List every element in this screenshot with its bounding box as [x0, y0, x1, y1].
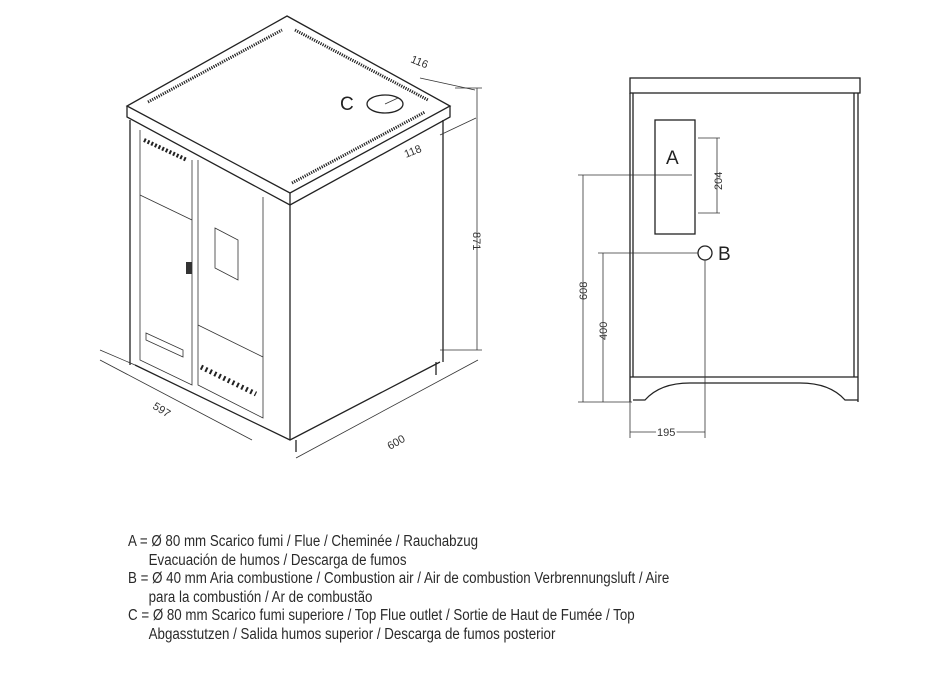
- front-panels: [139, 130, 264, 419]
- legend-item-c: C = Ø 80 mm Scarico fumi superiore / Top…: [128, 607, 669, 644]
- dim-c-side: 116: [409, 54, 430, 72]
- rear-top: [629, 77, 861, 94]
- legend-c-line1: C = Ø 80 mm Scarico fumi superiore / Top…: [128, 607, 635, 624]
- isometric-view: C 871 59: [99, 15, 482, 459]
- dim-b-side: 195: [657, 427, 675, 439]
- stove-top: [125, 15, 452, 194]
- outlet-a: [654, 119, 696, 235]
- dimension-lines: [99, 77, 482, 459]
- dim-b-height: 400: [598, 322, 610, 340]
- dim-a-center: 608: [578, 282, 590, 300]
- label-a: A: [666, 148, 679, 169]
- dim-depth: 600: [386, 433, 408, 453]
- vent-grille: [147, 28, 429, 185]
- door-handle: [186, 262, 192, 274]
- legend: A = Ø 80 mm Scarico fumi / Flue / Chemin…: [128, 533, 669, 644]
- dim-a-height: 204: [713, 172, 725, 190]
- legend-b-line2: para la combustión / Ar de combustão: [148, 588, 373, 606]
- legend-a-line1: A = Ø 80 mm Scarico fumi / Flue / Chemin…: [128, 533, 479, 550]
- flue-c-icon: [366, 94, 404, 114]
- dim-width: 597: [150, 400, 172, 420]
- label-c: C: [340, 94, 354, 115]
- rear-base: [633, 382, 858, 401]
- legend-item-b: B = Ø 40 mm Aria combustione / Combustio…: [128, 570, 669, 607]
- legend-a-line2: Evacuación de humos / Descarga de fumos: [148, 551, 407, 569]
- dim-height: 871: [470, 232, 482, 250]
- dim-c-back: 118: [403, 143, 424, 161]
- legend-c-line2: Abgasstutzen / Salida humos superior / D…: [148, 625, 556, 643]
- control-panel: [145, 332, 184, 358]
- legend-b-line1: B = Ø 40 mm Aria combustione / Combustio…: [128, 570, 670, 587]
- top-slab-edge: [126, 106, 451, 206]
- rear-view: A B 608 400 204 195: [578, 77, 861, 441]
- label-b: B: [718, 244, 731, 265]
- inlet-b-icon: [697, 245, 713, 261]
- viewing-window: [214, 227, 239, 281]
- rear-dimension-lines: [578, 137, 720, 438]
- legend-item-a: A = Ø 80 mm Scarico fumi / Flue / Chemin…: [128, 533, 669, 570]
